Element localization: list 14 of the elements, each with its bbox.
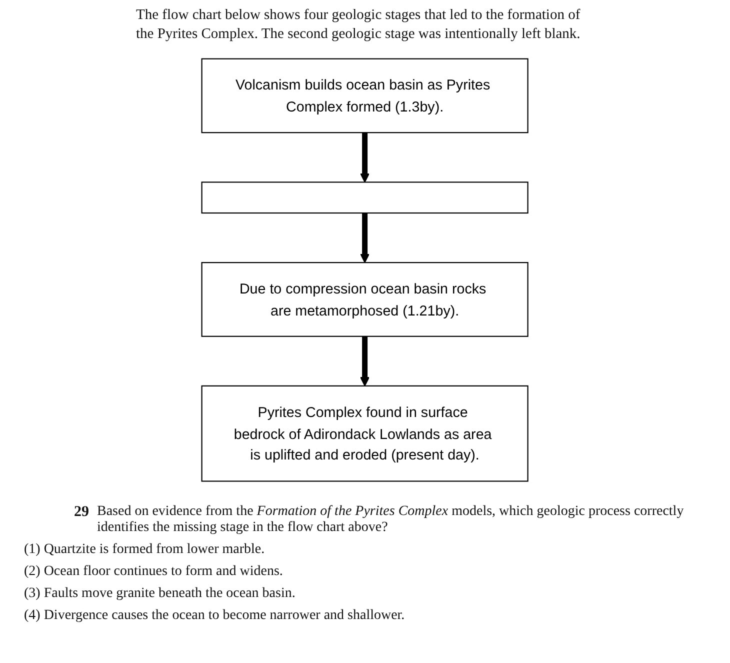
- question-text: Based on evidence from the Formation of the Pyrites Complex models, which geologic process correctly identifies the missing stage in the flow chart above?: [97, 504, 685, 536]
- answer-option: (4) Divergence causes the ocean to become narrower and shallower.: [24, 608, 730, 624]
- answer-option: (2) Ocean floor continues to form and widens.: [24, 564, 730, 580]
- answer-option: (1) Quartzite is formed from lower marble.: [24, 542, 730, 558]
- question-number: 29: [74, 504, 89, 522]
- arrow: [360, 212, 370, 263]
- intro-paragraph: The flow chart below shows four geologic stages that led to the formation of the Pyrites Complex. The second geologic stage was intentionally left blank.: [136, 6, 582, 44]
- stage-box: Due to compression ocean basin rocks are metamorphosed (1.21by).: [201, 262, 529, 337]
- arrow: [360, 132, 370, 182]
- stage-box: Volcanism builds ocean basin as Pyrites Complex formed (1.3by).: [201, 58, 529, 133]
- stage-box: Pyrites Complex found in surface bedrock of Adirondack Lowlands as area is uplifted and eroded (present day).: [201, 385, 529, 482]
- blank-stage-box: [201, 181, 529, 214]
- answer-option: (3) Faults move granite beneath the ocean basin.: [24, 586, 730, 602]
- arrow: [360, 336, 370, 386]
